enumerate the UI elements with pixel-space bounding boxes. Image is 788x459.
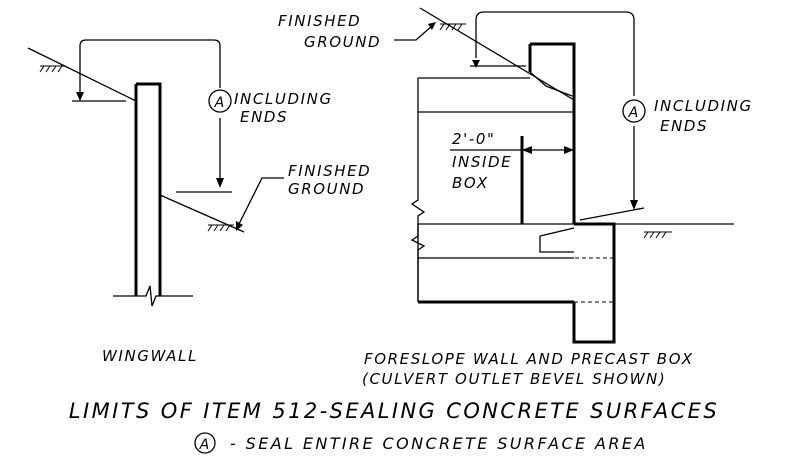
wingwall-upper-ground-hatch xyxy=(39,65,66,73)
foreslope-ground-leader xyxy=(394,25,433,41)
foreslope-detail: A INCLUDING ENDS FINISHED GROUND 2'-0" I… xyxy=(278,7,753,388)
foreslope-ground-text: GROUND xyxy=(304,33,381,51)
foreslope-right-hatch xyxy=(643,231,672,239)
wingwall-arrow-right xyxy=(216,178,224,188)
foreslope-caption-line1: FORESLOPE WALL AND PRECAST BOX xyxy=(364,350,694,368)
wingwall-body xyxy=(134,82,162,296)
box-bottom-bevel xyxy=(539,236,574,253)
foreslope-leader-upper xyxy=(475,11,635,96)
box-break-line-lower xyxy=(410,224,426,302)
foreslope-callout-circle xyxy=(622,99,646,123)
foreslope-arrow-left xyxy=(472,60,480,68)
dimension-text: 2'-0" xyxy=(452,130,496,148)
wingwall-finished-text: FINISHED xyxy=(288,162,371,180)
wingwall-leader-upper xyxy=(79,39,221,100)
wingwall-arrow-left xyxy=(76,92,84,101)
foreslope-arrow-right xyxy=(630,200,638,210)
box-text: BOX xyxy=(452,174,489,192)
inside-dim-arrow-right xyxy=(564,146,574,154)
note-text: - SEAL ENTIRE CONCRETE SURFACE AREA xyxy=(230,434,648,453)
wingwall-lower-ground xyxy=(159,194,245,233)
wingwall-ground-leader xyxy=(237,177,284,227)
wingwall-callout-circle xyxy=(208,89,232,113)
wingwall-ends-text: ENDS xyxy=(240,108,288,126)
foreslope-callout-letter: A xyxy=(628,105,640,121)
note-callout-letter: A xyxy=(199,437,211,453)
wingwall-upper-ground xyxy=(27,47,137,102)
foreslope-caption-line2: (CULVERT OUTLET BEVEL SHOWN) xyxy=(362,370,666,388)
wingwall-including-text: INCLUDING xyxy=(234,90,333,108)
foreslope-finished-text: FINISHED xyxy=(278,12,361,30)
box-bottom-bevel-top xyxy=(539,227,575,237)
foreslope-ground-arrowhead xyxy=(428,22,436,30)
seal-note: A - SEAL ENTIRE CONCRETE SURFACE AREA xyxy=(194,432,648,454)
wingwall-caption: WINGWALL xyxy=(102,347,198,365)
drawing-title: LIMITS OF ITEM 512-SEALING CONCRETE SURF… xyxy=(69,399,719,423)
inside-dim-arrow-left xyxy=(522,146,532,154)
foreslope-limit-tick-bottom xyxy=(579,207,645,221)
wingwall-lower-ground-hatch xyxy=(207,224,234,232)
wingwall-callout-letter: A xyxy=(214,95,226,111)
wingwall-ground-arrowhead xyxy=(236,221,243,231)
foreslope-wall-footing xyxy=(572,222,616,344)
box-top-bevel xyxy=(529,71,573,97)
foreslope-wall-top xyxy=(530,42,576,224)
foreslope-ground-slope xyxy=(419,7,575,101)
foreslope-ends-text: ENDS xyxy=(660,117,708,135)
foreslope-ground-hatch xyxy=(439,23,466,31)
foreslope-including-text: INCLUDING xyxy=(654,97,753,115)
inside-text: INSIDE xyxy=(452,153,512,171)
wingwall-break-line xyxy=(113,285,193,307)
wingwall-ground-text: GROUND xyxy=(288,180,365,198)
wingwall-detail: A INCLUDING ENDS FINISHED GROUND WINGWAL… xyxy=(27,39,371,365)
note-callout-circle xyxy=(194,432,216,454)
